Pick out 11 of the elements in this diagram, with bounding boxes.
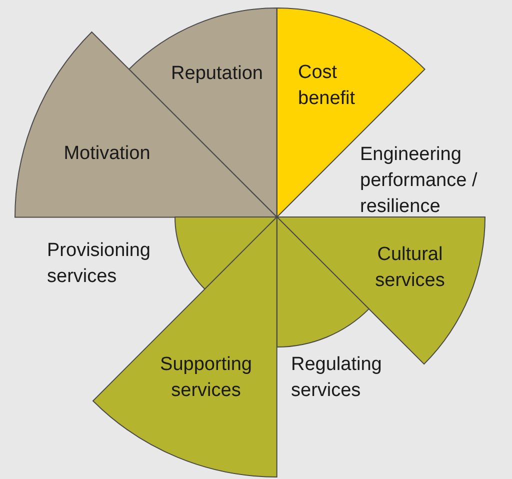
- sector-label: Motivation: [62, 142, 152, 166]
- sector-label: Cultural services: [374, 243, 446, 293]
- chart-sector: [277, 217, 369, 347]
- sector-label: Reputation: [170, 62, 264, 86]
- sector-label: Supporting services: [159, 353, 253, 403]
- chart-sector: [175, 217, 277, 290]
- sector-label: Engineering performance / resilience: [360, 143, 478, 219]
- chart-sector: [15, 32, 277, 217]
- sector-label: Provisioning services: [47, 239, 152, 289]
- sector-label: Regulating services: [291, 353, 383, 403]
- sector-label: Cost benefit: [298, 61, 356, 111]
